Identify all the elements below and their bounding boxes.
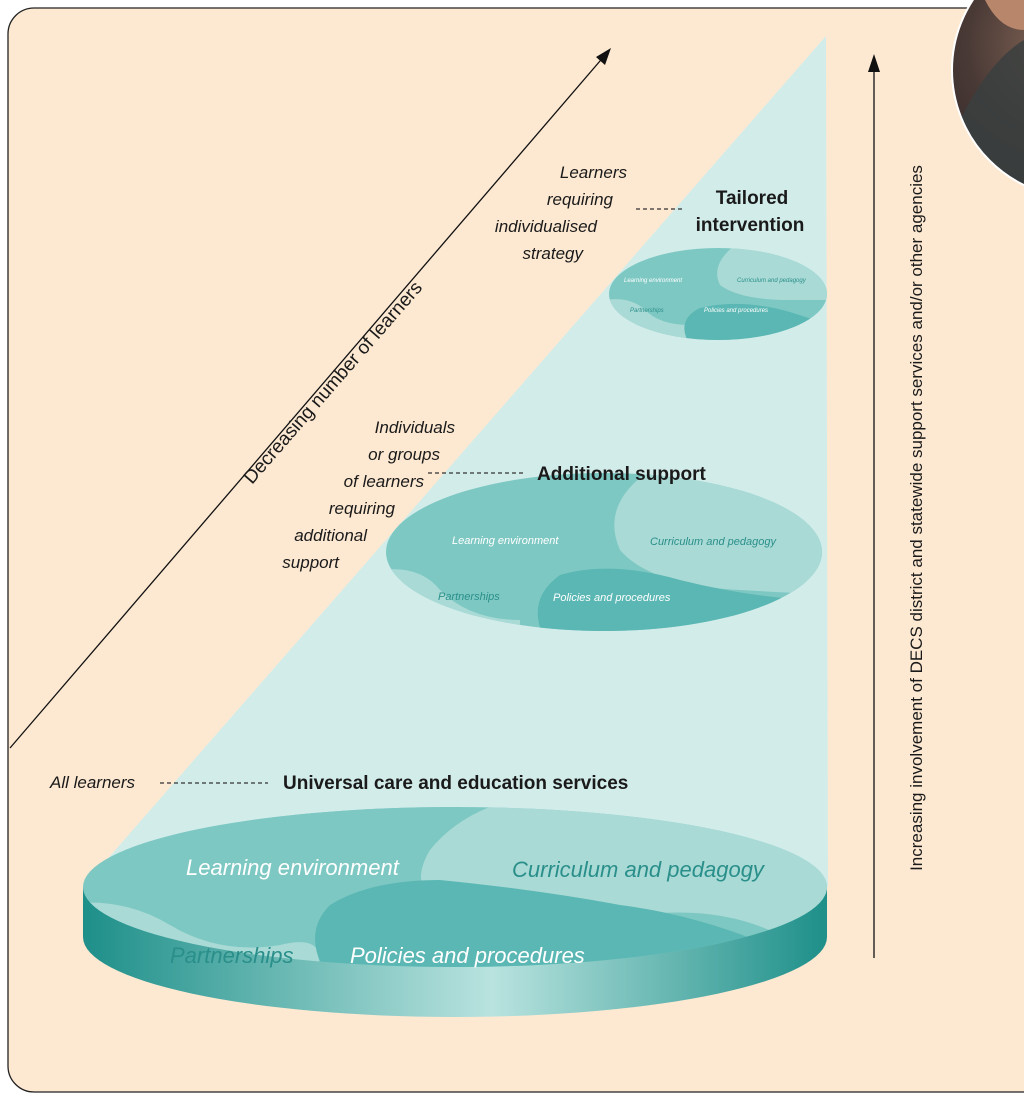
svg-text:Individuals: Individuals	[375, 418, 456, 437]
middle-level-learners-label: Individuals or groups of learners requir…	[282, 418, 455, 572]
top-zone-partnerships: Partnerships	[630, 308, 664, 314]
top-zone-curriculum-pedagogy: Curriculum and pedagogy	[737, 278, 807, 284]
increasing-axis-label: Increasing involvement of DECS district …	[907, 165, 926, 871]
base-zone-learning-environment: Learning environment	[186, 855, 400, 880]
middle-zone-policies-procedures: Policies and procedures	[553, 592, 671, 604]
svg-text:or groups: or groups	[368, 445, 440, 464]
top-zone-policies-procedures: Policies and procedures	[704, 308, 768, 314]
middle-level-support-label: Additional support	[537, 464, 707, 485]
middle-zone-partnerships: Partnerships	[438, 591, 500, 603]
base-zone-curriculum-pedagogy: Curriculum and pedagogy	[512, 857, 766, 882]
svg-text:additional: additional	[294, 526, 368, 545]
base-level-support-label: Universal care and education services	[283, 773, 628, 794]
decreasing-arrow	[9, 48, 611, 749]
base-zone-partnerships: Partnerships	[170, 943, 294, 968]
top-level-learners-label: Learners requiring individualised strate…	[495, 163, 628, 263]
base-zone-policies-procedures: Policies and procedures	[350, 943, 585, 968]
svg-text:Tailored: Tailored	[716, 188, 789, 209]
top-zone-learning-environment: Learning environment	[624, 278, 682, 284]
top-disc	[609, 248, 827, 340]
middle-zone-curriculum-pedagogy: Curriculum and pedagogy	[650, 536, 777, 548]
photo-image	[951, 0, 1024, 198]
base-disc	[83, 807, 827, 1017]
increasing-arrow	[868, 54, 880, 958]
svg-text:strategy: strategy	[523, 244, 585, 263]
svg-text:requiring: requiring	[329, 499, 396, 518]
svg-text:Learners: Learners	[560, 163, 628, 182]
support-cone	[83, 36, 828, 887]
top-level-support-label: Tailored intervention	[696, 188, 805, 236]
svg-text:intervention: intervention	[696, 215, 805, 236]
svg-text:support: support	[282, 553, 340, 572]
middle-zone-learning-environment: Learning environment	[452, 535, 559, 547]
svg-text:individualised: individualised	[495, 217, 598, 236]
svg-text:requiring: requiring	[547, 190, 614, 209]
svg-text:of learners: of learners	[344, 472, 425, 491]
base-level-learners-label: All learners	[49, 773, 136, 792]
